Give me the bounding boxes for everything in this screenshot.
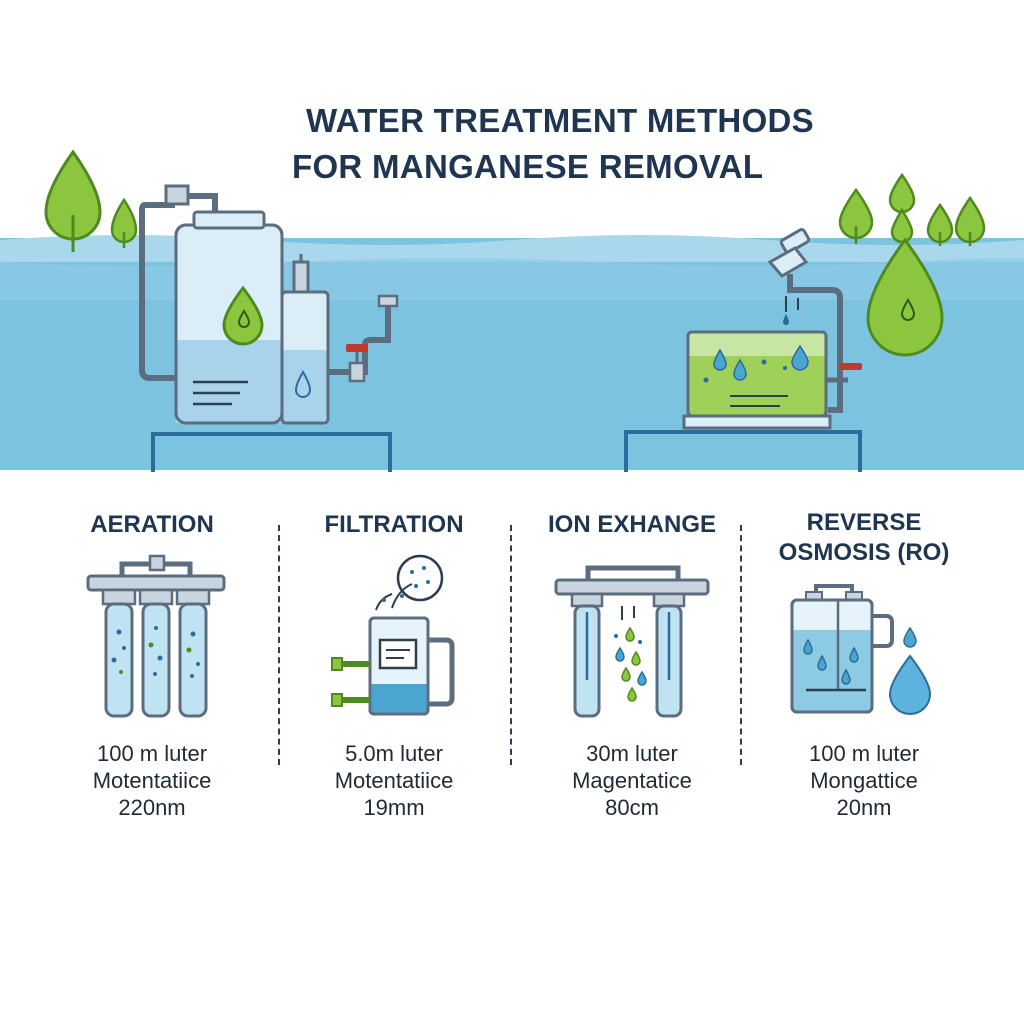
method-stat-3: 220nm [118,795,186,820]
aeration-filter-cartridges-icon [86,554,226,718]
method-stat-1: 30m luter [586,741,678,766]
section-divider [740,525,742,765]
method-stat-2: Motentatiice [92,768,212,793]
method-name-line-2: OSMOSIS (RO) [778,539,950,566]
method-stat-3: 80cm [605,795,659,820]
section-divider [510,525,512,765]
settling-basin-icon [624,228,862,472]
tree-icon [838,172,986,246]
method-filtration: FILTRATION 5.0m luter Motentatiice 19mm [294,510,494,821]
ion-exchange-columns-icon [554,565,710,718]
method-name: FILTRATION [324,511,464,538]
green-droplet-icon [866,237,944,357]
section-divider [278,525,280,765]
method-stat-3: 19mm [363,795,425,820]
method-stat-1: 100 m luter [96,741,208,766]
page-title-line-1: WATER TREATMENT METHODS [306,102,814,139]
page-title-line-2: FOR MANGANESE REMOVAL [292,148,764,185]
aeration-tank-icon [139,184,399,472]
filtration-unit-icon [331,554,455,716]
method-name: ION EXHANGE [547,511,717,538]
method-name-line-1: REVERSE [806,509,922,536]
method-stat-1: 100 m luter [808,741,920,766]
method-name: AERATION [90,511,214,538]
method-stat-2: Mongattice [810,768,918,793]
method-stat-2: Magentatice [572,768,692,793]
reverse-osmosis-unit-icon [790,584,932,715]
method-stat-3: 20nm [836,795,892,820]
method-ion-exchange: ION EXHANGE 30m luter Magentatice 80cm [527,510,737,821]
method-stat-2: Motentatiice [334,768,454,793]
method-reverse-osmosis: REVERSE OSMOSIS (RO) 100 m luter Mongatt… [764,508,964,821]
method-stat-1: 5.0m luter [345,741,443,766]
method-aeration: AERATION 100 m luter Motentatiice 220nm [52,510,252,821]
tree-icon [44,149,138,252]
